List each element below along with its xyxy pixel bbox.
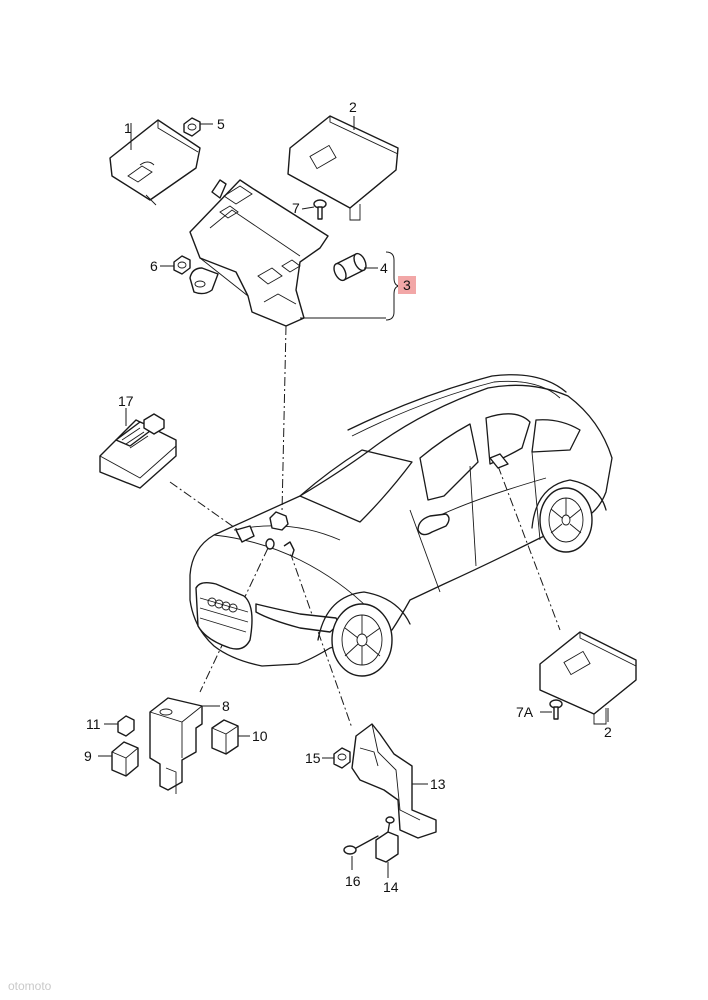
car-marker-8: [265, 538, 275, 550]
bracket-assembly: [189, 179, 329, 327]
car-marker-1: [269, 511, 289, 531]
callout-3: 3: [403, 277, 411, 293]
part-15-nut: [322, 747, 351, 769]
part-13-bracket: [351, 723, 437, 839]
part-4-cylinder: [333, 252, 367, 282]
callout-labels: 1 2 2 3 4 5 6 7 7A 8 9 10 11 13 14 15 16…: [84, 99, 612, 895]
callout-5: 5: [217, 116, 225, 132]
callout-10: 10: [252, 728, 268, 744]
part-9-relay: [98, 741, 139, 777]
callout-16: 16: [345, 873, 361, 889]
part-16-bolt: [343, 835, 379, 870]
part-6-nut: [173, 255, 191, 275]
callout-1: 1: [124, 120, 132, 136]
callout-6: 6: [150, 258, 158, 274]
callout-15: 15: [305, 750, 321, 766]
part-2-control-module: [287, 115, 399, 221]
callout-7: 7: [292, 200, 300, 216]
callout-13: 13: [430, 776, 446, 792]
car-marker-17: [235, 525, 255, 543]
callout-9: 9: [84, 748, 92, 764]
callout-14: 14: [383, 879, 399, 895]
callout-2-right: 2: [604, 724, 612, 740]
dashed-leaders: [169, 325, 561, 729]
car-marker-2: [489, 453, 509, 469]
watermark-text: otomoto: [8, 979, 52, 993]
part-11-fuse: [104, 715, 135, 737]
callout-17: 17: [118, 393, 134, 409]
part-7-screw: [313, 199, 327, 220]
callout-3-highlight: [398, 276, 416, 294]
part-1-control-module: [109, 119, 201, 206]
part-10-relay: [211, 719, 250, 755]
part-17-module: [99, 408, 177, 489]
part-5-nut: [183, 117, 201, 137]
car-marker-13: [283, 541, 295, 557]
part-8-relay-carrier: [149, 697, 220, 794]
callout-4: 4: [380, 260, 388, 276]
part-14-sensor: [375, 816, 399, 878]
callout-7a: 7A: [516, 704, 534, 720]
callout-8: 8: [222, 698, 230, 714]
callout-11: 11: [86, 716, 101, 732]
callout-2: 2: [349, 99, 357, 115]
car-illustration: [189, 374, 613, 677]
part-7a-screw: [540, 699, 563, 720]
part-2-control-module-right: [539, 631, 637, 725]
